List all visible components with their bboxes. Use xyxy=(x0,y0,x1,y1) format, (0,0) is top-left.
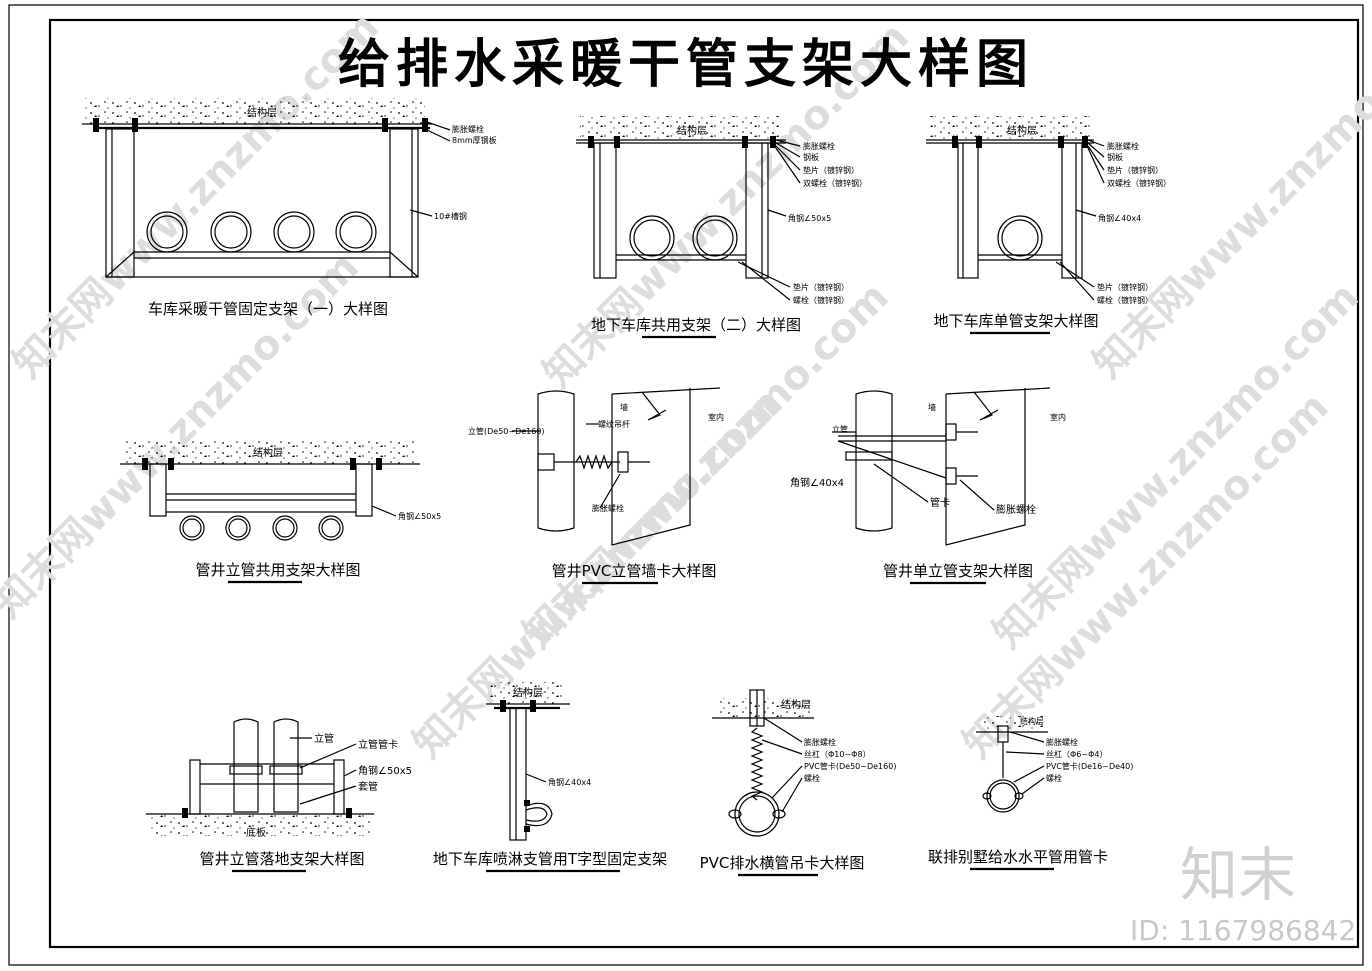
label: 钢板 xyxy=(1107,152,1123,162)
detail-sprinkler-t-support: 结构层 角钢∠40x4 地下车库喷淋支管用T字型固定支架 xyxy=(433,682,667,873)
label: 丝杠（Φ10~Φ8） xyxy=(804,749,871,759)
detail-caption: PVC排水横管吊卡大样图 xyxy=(700,854,865,872)
watermark-text: 知末网www.znzmo.com xyxy=(5,4,388,387)
label: 双螺栓（镀锌钢） xyxy=(803,178,867,188)
watermark-id: ID: 1167986842 xyxy=(1130,914,1356,947)
label: 墙 xyxy=(620,402,628,412)
label: 螺栓 xyxy=(804,773,820,783)
structure-layer-label: 结构层 xyxy=(247,106,277,119)
label: 立管管卡 xyxy=(358,738,398,751)
label: 角钢∠50x5 xyxy=(788,213,831,223)
concrete-slab xyxy=(85,98,425,124)
label: 角钢∠50x5 xyxy=(398,511,441,521)
label: 10#槽钢 xyxy=(434,211,467,221)
label: 膨胀螺栓 xyxy=(1046,737,1078,747)
label: 膨胀螺栓 xyxy=(804,737,836,747)
label: 8mm厚钢板 xyxy=(452,135,497,145)
detail-shaft-floor-support: 立管 立管管卡 角钢∠50x5 套管 底板 管井立管落地支架大样图 xyxy=(146,718,412,873)
watermark-logo: 知末 xyxy=(1180,841,1296,909)
detail-garage-single-pipe-support: 结构层 膨胀螺栓 钢板 垫片（镀锌钢） 双螺栓（镀锌钢） 角钢∠40x4 垫片（… xyxy=(926,116,1171,335)
detail-shaft-shared-support: 结构层 角钢∠50x5 管井立管共用支架大样图 xyxy=(120,440,441,584)
structure-layer-label: 结构层 xyxy=(513,686,543,699)
detail-garage-heating-support: 结构层 膨胀螺栓 8mm厚钢板 10#槽钢 车库采暖干管固定支架（一）大样图 xyxy=(82,98,497,318)
structure-layer-label: 结构层 xyxy=(1020,716,1044,726)
detail-townhouse-water-clamp: 结构层 膨胀螺栓 丝杠（Φ6~Φ4） PVC管卡(De16~De40) 螺栓 联… xyxy=(928,716,1133,871)
label: 垫片（镀锌钢） xyxy=(803,165,859,175)
label: 双螺栓（镀锌钢） xyxy=(1107,178,1171,188)
label: 膨胀螺栓 xyxy=(592,503,624,513)
label: 墙 xyxy=(928,402,936,412)
label: 底板 xyxy=(246,826,266,839)
watermark-text: 知末网www.znzmo.com xyxy=(985,274,1368,657)
label: 螺栓 xyxy=(1046,773,1062,783)
label: 螺纹吊杆 xyxy=(598,419,630,429)
detail-caption: 管井单立管支架大样图 xyxy=(883,562,1033,580)
label: 钢板 xyxy=(803,152,819,162)
structure-layer-label: 结构层 xyxy=(677,124,707,137)
detail-caption: 地下车库共用支架（二）大样图 xyxy=(591,316,801,334)
label: 膨胀螺栓 xyxy=(803,141,835,151)
label: 管卡 xyxy=(930,496,950,509)
detail-caption: 联排别墅给水水平管用管卡 xyxy=(928,848,1108,866)
detail-caption: 管井立管落地支架大样图 xyxy=(199,850,364,868)
label: 角钢∠40x4 xyxy=(790,476,844,489)
label: 膨胀螺栓 xyxy=(996,503,1036,516)
label: 室内 xyxy=(708,412,724,422)
structure-layer-label: 结构层 xyxy=(781,698,811,711)
detail-pvc-drain-hanger: 结构层 膨胀螺栓 丝杠（Φ10~Φ8） PVC管卡(De50~De160) 螺栓… xyxy=(700,689,896,877)
outer-frame xyxy=(8,4,1364,966)
structure-layer-label: 结构层 xyxy=(253,446,283,459)
detail-caption: 管井PVC立管墙卡大样图 xyxy=(552,562,717,580)
detail-caption: 管井立管共用支架大样图 xyxy=(195,561,360,579)
detail-caption: 地下车库单管支架大样图 xyxy=(933,312,1098,330)
label: 膨胀螺栓 xyxy=(1107,141,1139,151)
label: 螺栓（镀锌钢） xyxy=(793,295,849,305)
label: 垫片（镀锌钢） xyxy=(793,282,849,292)
label: 丝杠（Φ6~Φ4） xyxy=(1046,749,1107,759)
label: 室内 xyxy=(1050,412,1066,422)
pipe-clamps xyxy=(146,211,377,253)
label: 立管 xyxy=(832,424,848,434)
detail-shaft-single-riser-support: 墙 室内 立管 角钢∠40x4 管卡 膨胀螺栓 管井单立管支架大样图 xyxy=(790,387,1066,585)
label: 垫片（镀锌钢） xyxy=(1097,282,1153,292)
label: 角钢∠50x5 xyxy=(358,764,412,777)
label: 角钢∠40x4 xyxy=(548,777,591,787)
detail-shaft-pvc-wall-clamp: 立管(De50~De160) 墙 室内 螺纹吊杆 膨胀螺栓 管井PVC立管墙卡大… xyxy=(468,387,724,585)
label: 角钢∠40x4 xyxy=(1098,213,1141,223)
detail-caption: 地下车库喷淋支管用T字型固定支架 xyxy=(433,850,667,868)
label: 立管 xyxy=(314,732,334,745)
detail-caption: 车库采暖干管固定支架（一）大样图 xyxy=(148,300,388,318)
detail-garage-shared-support: 结构层 膨胀螺栓 钢板 垫片（镀锌钢） 双螺栓（镀锌钢） 角钢∠50x5 垫片（… xyxy=(576,116,867,339)
label: PVC管卡(De50~De160) xyxy=(804,761,896,771)
label: 立管(De50~De160) xyxy=(468,426,545,436)
sheet-title: 给排水采暖干管支架大样图 xyxy=(338,34,1034,95)
inner-frame xyxy=(48,18,1360,949)
label: 螺栓（镀锌钢） xyxy=(1097,295,1153,305)
label: 套管 xyxy=(358,780,378,793)
label: 膨胀螺栓 xyxy=(452,124,484,134)
label: PVC管卡(De16~De40) xyxy=(1046,761,1133,771)
label: 垫片（镀锌钢） xyxy=(1107,165,1163,175)
structure-layer-label: 结构层 xyxy=(1007,124,1037,137)
